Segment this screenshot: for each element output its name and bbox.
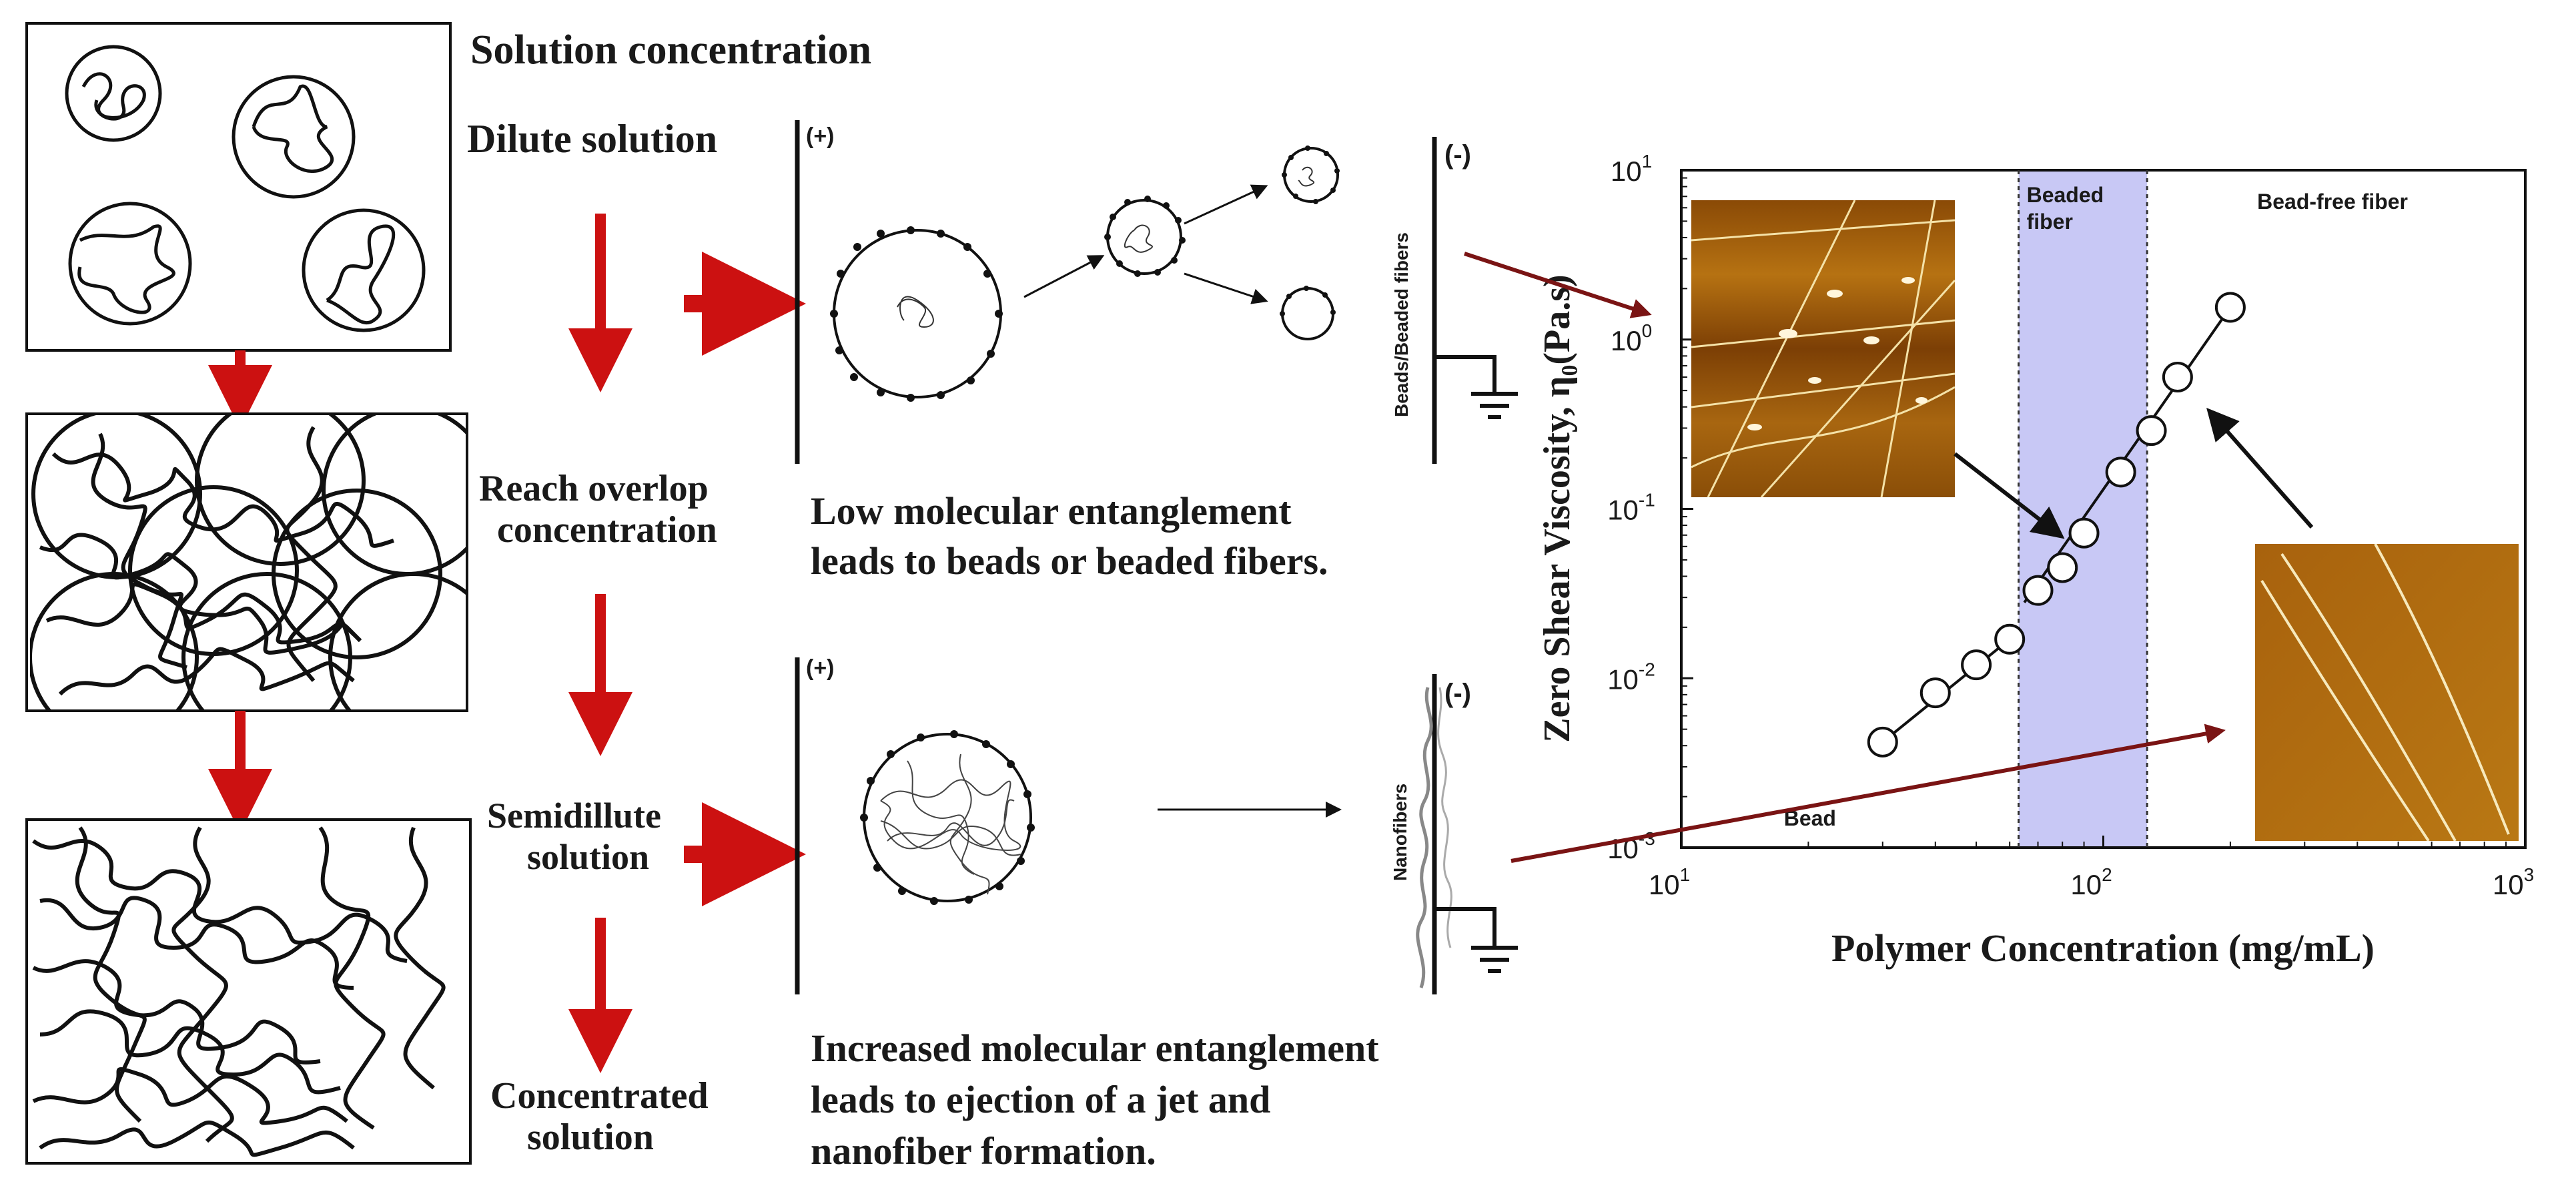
connector-bottom <box>1511 723 2226 863</box>
droplet-medium <box>1104 196 1186 277</box>
deposited-nanofibers <box>1416 687 1433 988</box>
concentrated-label-line2: solution <box>527 1117 654 1158</box>
semidilute-label-line2: solution <box>527 837 649 877</box>
y-tick-label: 100 <box>1611 320 1652 356</box>
data-point <box>1994 623 2026 655</box>
dilute-solution-box <box>25 22 452 352</box>
beads-electrospinning-diagram: (+) <box>795 120 1518 464</box>
y-tick-exponent: -2 <box>1639 659 1655 679</box>
data-point <box>2022 575 2054 606</box>
beaded-fiber-band <box>2018 172 2148 846</box>
nanofiber-electrospinning-diagram: (+) (-) Nanofibers <box>795 655 1518 994</box>
jet-arrow-2 <box>1184 184 1268 225</box>
droplet-small-1 <box>1282 145 1340 204</box>
annotation-arrow-beaded <box>1954 452 2065 539</box>
connector-top <box>1464 252 1652 318</box>
region-label-beaded-line1: Beaded <box>2027 183 2104 207</box>
data-point <box>2136 415 2167 446</box>
overlap-solution-box <box>25 412 468 712</box>
data-point <box>2162 362 2193 393</box>
increased-entanglement-line3: nanofiber formation. <box>811 1129 1156 1173</box>
semidilute-label-line1: Semidillute <box>487 796 661 836</box>
x-tick-label: 103 <box>2493 864 2534 900</box>
x-axis-label: Polymer Concentration (mg/mL) <box>1831 926 2375 970</box>
data-point <box>1961 649 1992 681</box>
low-entanglement-line1: Low molecular entanglement <box>811 489 1292 533</box>
x-tick-label: 102 <box>2070 864 2112 900</box>
y-tick-label: 10-3 <box>1607 828 1655 864</box>
y-tick-label: 10-2 <box>1607 659 1655 695</box>
x-tick-exponent: 3 <box>2524 864 2535 885</box>
y-axis-label: Zero Shear Viscosity, η₀(Pa.s) <box>1537 274 1578 742</box>
concentrated-label-line1: Concentrated <box>490 1075 709 1117</box>
nanofibers-label: Nanofibers <box>1390 784 1410 881</box>
low-entanglement-line2: leads to beads or beaded fibers. <box>811 539 1328 583</box>
beads-beaded-fibers-label: Beads/Beaded fibers <box>1391 232 1412 417</box>
dilute-coil-2 <box>232 75 356 199</box>
plus-label-top: (+) <box>806 123 835 149</box>
y-tick-label: 10-1 <box>1607 490 1655 526</box>
jet-arrow-1 <box>1023 255 1105 298</box>
entangled-droplet <box>860 730 1035 905</box>
plus-label-bottom: (+) <box>806 655 835 681</box>
y-tick-exponent: 0 <box>1642 320 1653 341</box>
x-tick-exponent: 1 <box>1680 864 1691 885</box>
data-point <box>2105 457 2136 488</box>
y-tick-exponent: -1 <box>1639 490 1655 511</box>
ground-symbol-top <box>1434 355 1518 419</box>
dilute-coil-4 <box>302 208 426 332</box>
concentrated-solution-box <box>25 818 472 1165</box>
ground-symbol-bottom <box>1434 907 1518 973</box>
region-label-beaded-line2: fiber <box>2027 210 2073 234</box>
overlap-label-line2: concentration <box>497 509 717 551</box>
x-tick-exponent: 2 <box>2102 864 2112 885</box>
solution-concentration-heading: Solution concentration <box>470 27 871 73</box>
data-point <box>1919 677 1951 709</box>
minus-label-bottom: (-) <box>1444 679 1471 708</box>
y-tick-label: 101 <box>1611 151 1652 187</box>
droplet-large <box>830 226 1003 402</box>
region-label-bead-free: Bead-free fiber <box>2257 190 2408 214</box>
y-tick-exponent: 1 <box>1642 151 1653 172</box>
droplet-small-2 <box>1280 286 1336 340</box>
dilute-coil-3 <box>68 202 192 326</box>
solution-states <box>25 22 472 1165</box>
minus-label-top: (-) <box>1444 140 1471 170</box>
x-tick-label: 101 <box>1649 864 1690 900</box>
annotation-arrow-bead-free <box>2206 408 2314 529</box>
sem-image-bead-free-fibers <box>2255 544 2519 841</box>
data-points <box>1867 292 2246 758</box>
data-point <box>2047 552 2078 583</box>
jet-arrow-3 <box>1184 272 1268 304</box>
overlap-coils <box>30 414 467 711</box>
overlap-label-line1: Reach overlop <box>479 468 709 509</box>
data-point <box>1867 726 1898 758</box>
entangled-network <box>32 826 446 1157</box>
data-point <box>2068 517 2100 549</box>
data-point <box>2214 292 2246 323</box>
dilute-coil-1 <box>65 45 162 142</box>
sem-image-beaded-fibers <box>1691 200 1955 497</box>
dilute-solution-label: Dilute solution <box>467 117 717 161</box>
increased-entanglement-line1: Increased molecular entanglement <box>811 1026 1379 1070</box>
increased-entanglement-line2: leads to ejection of a jet and <box>811 1078 1270 1121</box>
